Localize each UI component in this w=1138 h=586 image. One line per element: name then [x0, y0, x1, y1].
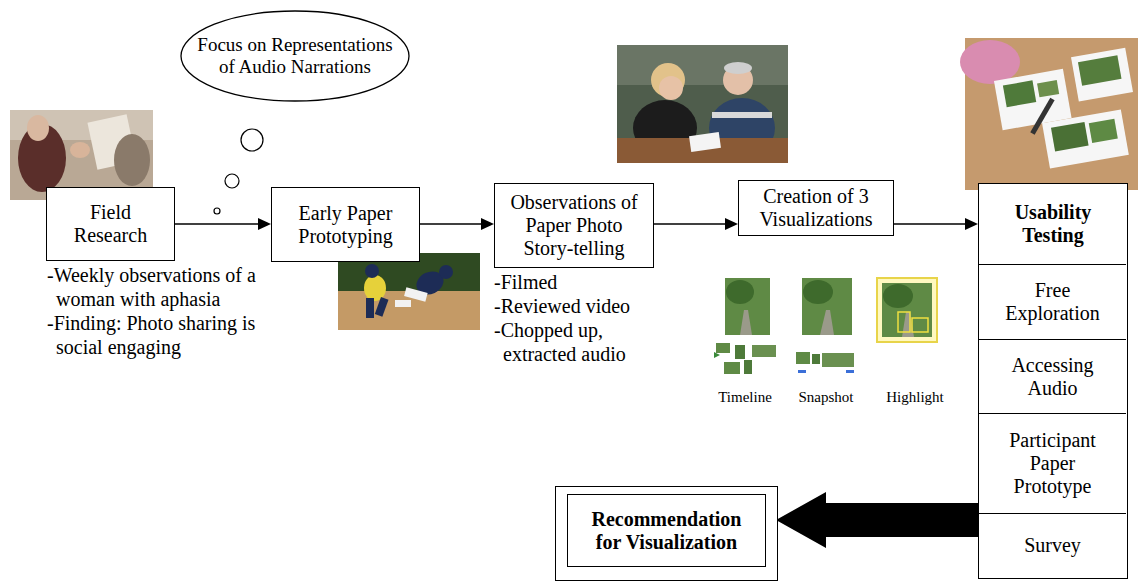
process-box: Creation of 3 Visualizations	[738, 180, 894, 236]
node-text: Recommendation for Visualization	[582, 508, 751, 554]
note-text: -Reviewed video	[494, 294, 669, 318]
note-text: -Chopped up, extracted audio	[494, 318, 669, 366]
testing-step: Survey	[979, 513, 1126, 577]
testing-step: Accessing Audio	[979, 339, 1126, 413]
flow-arrow	[894, 218, 978, 230]
testing-step: Free Exploration	[979, 264, 1126, 339]
timeline-thumbnail	[714, 278, 776, 374]
process-box: Field Research	[46, 187, 175, 261]
flow-arrow	[654, 218, 738, 230]
thumbnail-caption: Timeline	[705, 388, 785, 406]
node-text: Free Exploration	[991, 279, 1114, 325]
thought-ellipse: Focus on Representations of Audio Narrat…	[180, 10, 410, 102]
thumbnail-caption: Snapshot	[786, 388, 866, 406]
arrow-head	[481, 218, 494, 230]
thought-bubble	[241, 129, 263, 151]
testing-photo	[960, 38, 1138, 190]
node-text: Early Paper Prototyping	[280, 202, 411, 248]
process-box: Observations of Paper Photo Story-tellin…	[494, 183, 654, 268]
arrow-head	[965, 218, 978, 230]
node-text: Participant Paper Prototype	[991, 429, 1114, 498]
thought-bubble	[225, 174, 239, 188]
node-text: Survey	[1024, 534, 1081, 557]
node-text: Accessing Audio	[991, 354, 1114, 400]
storytelling-photo	[617, 45, 788, 163]
result-box: Recommendation for Visualization	[555, 486, 778, 581]
arrow-head	[258, 218, 271, 230]
testing-column: Usability TestingFree ExplorationAccessi…	[978, 183, 1128, 579]
process-box: Early Paper Prototyping	[271, 187, 420, 262]
connector-line	[894, 223, 966, 225]
node-text: Creation of 3 Visualizations	[747, 185, 885, 231]
testing-step: Participant Paper Prototype	[979, 413, 1126, 513]
ellipse-outline	[181, 11, 409, 101]
note-text: -Finding: Photo sharing is social engagi…	[47, 311, 283, 359]
block-arrow	[776, 492, 980, 548]
baseball-photo	[338, 253, 480, 330]
snapshot-thumbnail	[796, 278, 854, 373]
connector-line	[420, 223, 482, 225]
block-arrow	[776, 492, 980, 548]
node-text: Field Research	[57, 201, 164, 247]
connector-line	[175, 223, 259, 225]
flow-arrow	[175, 218, 271, 230]
node-text: Observations of Paper Photo Story-tellin…	[501, 191, 647, 260]
arrow-head	[725, 218, 738, 230]
thumbnail-caption: Highlight	[875, 388, 955, 406]
node-text: Usability Testing	[979, 184, 1127, 264]
note-text: -Filmed	[494, 270, 669, 294]
flow-arrow	[420, 218, 494, 230]
note-text: -Weekly observations of a woman with aph…	[47, 263, 283, 311]
highlight-thumbnail	[877, 278, 937, 342]
thought-bubble	[214, 208, 220, 214]
connector-line	[654, 223, 726, 225]
node-text: Focus on Representations of Audio Narrat…	[189, 34, 401, 78]
